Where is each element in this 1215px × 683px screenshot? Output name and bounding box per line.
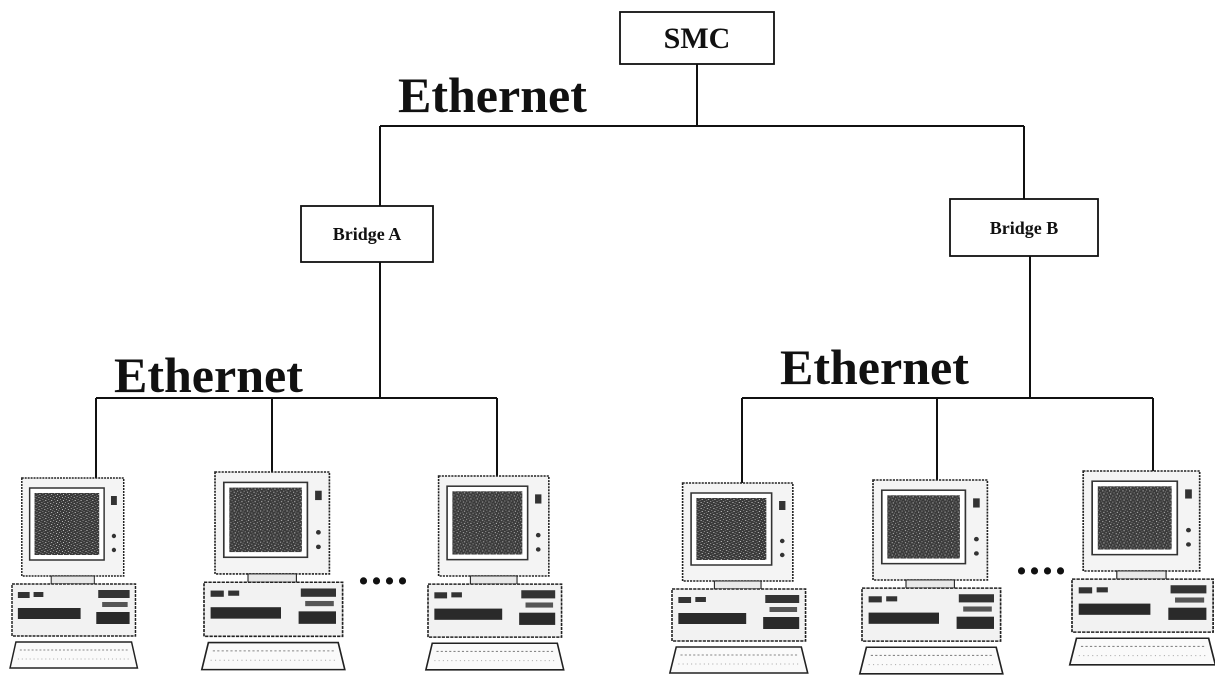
- computer-icon: [858, 479, 1004, 675]
- bridge-b-label: Bridge B: [990, 218, 1059, 238]
- bridge-a-node: Bridge A: [300, 205, 434, 263]
- smc-label: SMC: [664, 22, 731, 55]
- computer-icon: [425, 475, 565, 671]
- computer-icon: [1068, 470, 1215, 666]
- computer-icon: [200, 471, 346, 671]
- ellipsis-left: ....: [358, 545, 410, 594]
- ethernet-top-label: Ethernet: [398, 67, 587, 123]
- smc-node: SMC: [619, 11, 775, 65]
- ethernet-right-label: Ethernet: [780, 339, 969, 395]
- connection-lines: [95, 64, 1154, 483]
- ethernet-left-label: Ethernet: [114, 347, 303, 403]
- computer-icon: [9, 477, 139, 669]
- bridge-b-node: Bridge B: [949, 198, 1099, 257]
- ellipsis-right: ....: [1016, 535, 1068, 584]
- bridge-a-label: Bridge A: [333, 224, 402, 244]
- computer-icon: [669, 482, 809, 674]
